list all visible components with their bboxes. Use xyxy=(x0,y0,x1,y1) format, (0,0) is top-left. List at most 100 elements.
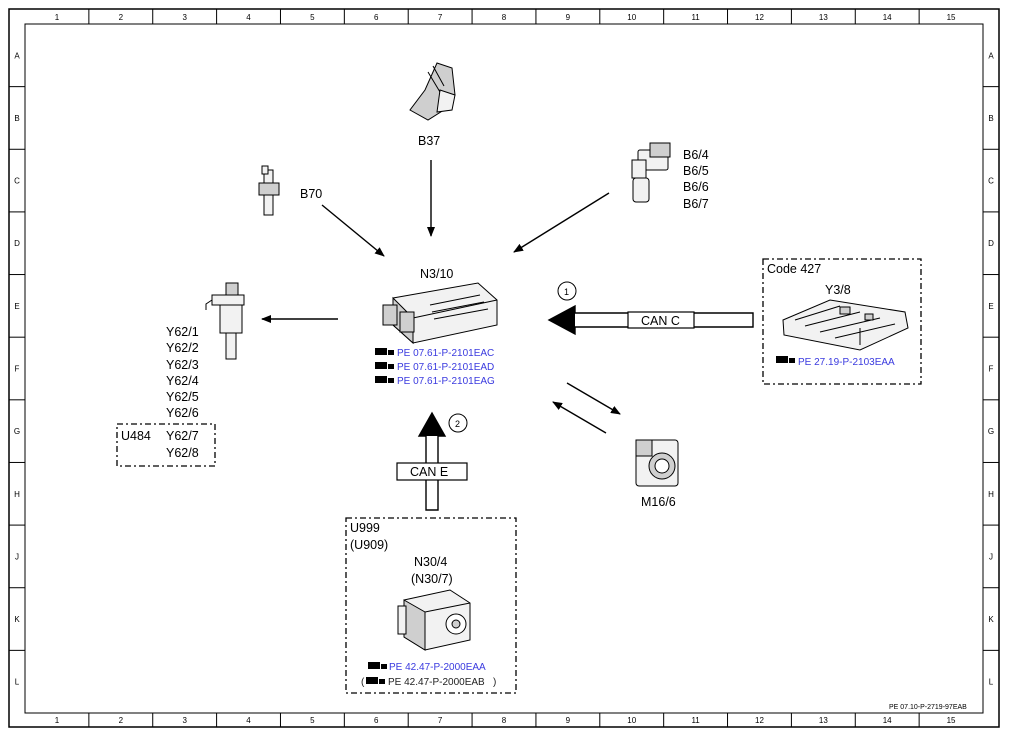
u999-box xyxy=(345,517,517,694)
grid-col-label-bottom: 9 xyxy=(566,716,571,725)
grid-col-label-bottom: 15 xyxy=(947,716,956,725)
grid-col-label-bottom: 2 xyxy=(119,716,124,725)
grid-col-label-top: 1 xyxy=(55,13,60,22)
grid-col-label-bottom: 7 xyxy=(438,716,443,725)
label-u999: U999 xyxy=(350,521,380,535)
outer-frame xyxy=(8,8,1000,728)
grid-ticks xyxy=(9,9,999,727)
grid-row-label-left: L xyxy=(15,678,20,687)
n3-10-refs: PE 07.61-P-2101EAC PE 07.61-P-2101EAD PE… xyxy=(375,348,495,387)
label-b6-7: B6/7 xyxy=(683,197,709,211)
grid-row-label-right: B xyxy=(988,114,993,123)
grid-row-label-right: A xyxy=(988,51,994,60)
label-b6-6: B6/6 xyxy=(683,180,709,194)
can-e-bus: CAN E xyxy=(396,411,468,511)
label-b70: B70 xyxy=(300,187,322,201)
grid-col-label-bottom: 4 xyxy=(246,716,251,725)
ref-n30-4[interactable]: PE 42.47-P-2000EAA xyxy=(389,662,486,673)
ref-n30-7[interactable]: PE 42.47-P-2000EAB xyxy=(388,677,485,688)
grid-col-label-top: 13 xyxy=(819,13,828,22)
can-c-bus: CAN C xyxy=(547,304,754,336)
arrow-from-m16-6 xyxy=(552,401,607,434)
grid-row-label-left: E xyxy=(14,302,19,311)
label-y62-4: Y62/4 xyxy=(166,374,199,388)
book-icon xyxy=(375,376,394,383)
label-y62-6: Y62/6 xyxy=(166,406,199,420)
book-icon xyxy=(366,677,385,684)
b70-sensor-icon xyxy=(258,165,280,216)
label-n30-7: (N30/7) xyxy=(411,572,453,586)
grid-col-label-top: 14 xyxy=(883,13,892,22)
arrow-b6 xyxy=(513,192,610,253)
svg-text:1: 1 xyxy=(564,287,569,297)
grid-col-label-bottom: 13 xyxy=(819,716,828,725)
label-m16-6: M16/6 xyxy=(641,495,676,509)
label-y62-3: Y62/3 xyxy=(166,358,199,372)
grid-col-label-top: 10 xyxy=(627,13,636,22)
grid-row-label-left: J xyxy=(15,552,19,561)
grid-row-label-left: H xyxy=(14,490,20,499)
grid-col-label-top: 8 xyxy=(502,13,507,22)
inner-frame xyxy=(24,23,984,714)
grid-col-label-bottom: 12 xyxy=(755,716,764,725)
ref-y3-8[interactable]: PE 27.19-P-2103EAA xyxy=(798,357,895,368)
grid-row-label-left: C xyxy=(14,177,20,186)
marker-2: 2 xyxy=(448,413,468,433)
grid-row-label-left: G xyxy=(14,427,20,436)
grid-row-label-left: K xyxy=(14,615,20,624)
book-icon xyxy=(375,362,394,369)
grid-row-label-left: B xyxy=(14,114,19,123)
grid-row-label-right: E xyxy=(988,302,993,311)
grid-labels: 1122334455667788991010111112121313141415… xyxy=(14,13,994,725)
grid-col-label-top: 11 xyxy=(691,13,700,22)
ref-n30-7-close: ) xyxy=(493,677,496,688)
grid-col-label-bottom: 6 xyxy=(374,716,379,725)
book-icon xyxy=(375,348,394,355)
b37-sensor-icon xyxy=(409,62,456,121)
label-can-e: CAN E xyxy=(410,465,448,479)
grid-col-label-top: 2 xyxy=(119,13,124,22)
label-code427: Code 427 xyxy=(767,262,821,276)
ref-n3-10-2[interactable]: PE 07.61-P-2101EAD xyxy=(397,362,494,373)
ref-n30-7-open: ( xyxy=(361,677,365,688)
label-u909: (U909) xyxy=(350,538,388,552)
grid-col-label-bottom: 8 xyxy=(502,716,507,725)
book-icon xyxy=(776,356,795,363)
n30-4-abs-unit-icon xyxy=(397,589,471,651)
grid-row-label-right: K xyxy=(988,615,994,624)
label-y62-8: Y62/8 xyxy=(166,446,199,460)
grid-row-label-left: D xyxy=(14,239,20,248)
label-b6-4: B6/4 xyxy=(683,148,709,162)
grid-row-label-right: H xyxy=(988,490,994,499)
label-y62-7: Y62/7 xyxy=(166,429,199,443)
label-y62-5: Y62/5 xyxy=(166,390,199,404)
grid-col-label-top: 15 xyxy=(947,13,956,22)
ref-n3-10-1[interactable]: PE 07.61-P-2101EAC xyxy=(397,348,494,359)
grid-row-label-right: G xyxy=(988,427,994,436)
arrow-b70 xyxy=(321,204,385,257)
grid-col-label-top: 12 xyxy=(755,13,764,22)
grid-row-label-left: F xyxy=(15,365,20,374)
label-u484: U484 xyxy=(121,429,151,443)
grid-col-label-top: 7 xyxy=(438,13,443,22)
label-b37: B37 xyxy=(418,134,440,148)
b6-sensor-icon xyxy=(631,142,671,203)
y3-8-module-icon xyxy=(782,299,909,351)
y62-injector-icon xyxy=(205,282,245,360)
label-y62-1: Y62/1 xyxy=(166,325,199,339)
grid-col-label-bottom: 14 xyxy=(883,716,892,725)
grid-row-label-right: J xyxy=(989,552,993,561)
grid-col-label-top: 4 xyxy=(246,13,251,22)
grid-col-label-bottom: 1 xyxy=(55,716,60,725)
label-b6-5: B6/5 xyxy=(683,164,709,178)
grid-col-label-bottom: 10 xyxy=(627,716,636,725)
n3-10-ecu-icon xyxy=(382,282,498,345)
doc-id: PE 07.10-P-2719-97EAB xyxy=(889,704,967,711)
grid-row-label-right: C xyxy=(988,177,994,186)
grid-col-label-bottom: 5 xyxy=(310,716,315,725)
ref-n3-10-3[interactable]: PE 07.61-P-2101EAG xyxy=(397,376,495,387)
grid-row-label-right: D xyxy=(988,239,994,248)
label-y62-2: Y62/2 xyxy=(166,341,199,355)
arrow-to-m16-6 xyxy=(566,382,621,415)
